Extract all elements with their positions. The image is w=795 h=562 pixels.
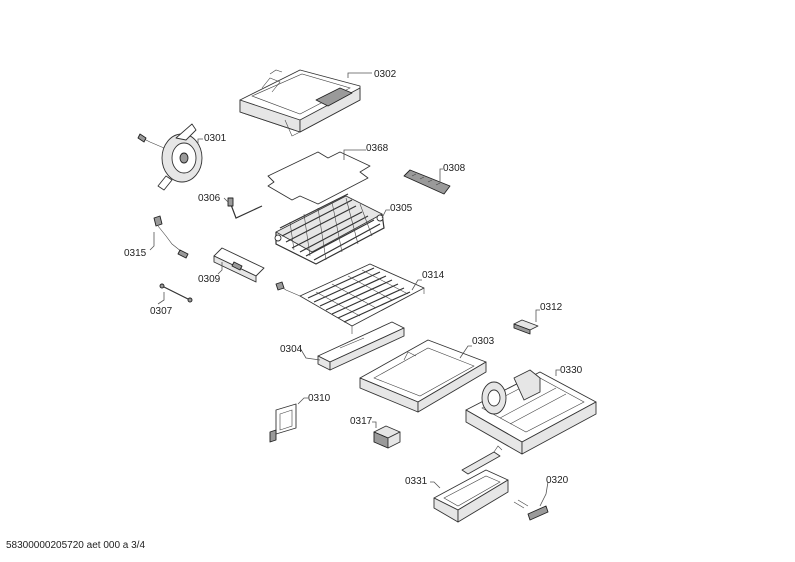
part-label-0330: 0330 (560, 365, 583, 376)
part-label-0320: 0320 (546, 475, 569, 486)
part-label-0331: 0331 (405, 476, 428, 487)
part-label-0308: 0308 (443, 163, 466, 174)
part-0304-drain-channel (317, 321, 405, 371)
part-label-0306: 0306 (198, 193, 221, 204)
part-0317-clip (373, 425, 401, 449)
part-0302-housing (239, 69, 361, 137)
part-0331-duct-cover (433, 445, 509, 523)
part-label-0310: 0310 (308, 393, 331, 404)
document-footer: 58300000205720 aet 000 a 3/4 (6, 540, 146, 551)
part-0312-block (513, 319, 539, 335)
part-0301-fan-motor (137, 123, 203, 191)
part-label-0315: 0315 (124, 248, 147, 259)
part-label-0368: 0368 (366, 143, 389, 154)
part-0314-heater-grid (275, 263, 425, 334)
part-label-0307: 0307 (150, 306, 173, 317)
part-label-0305: 0305 (390, 203, 413, 214)
part-label-0304: 0304 (280, 344, 303, 355)
part-0308-connector-strip (403, 169, 451, 195)
part-label-0302: 0302 (374, 69, 397, 80)
part-label-0312: 0312 (540, 302, 563, 313)
part-0307-rod (159, 283, 193, 303)
part-0315-cable-sensor (153, 215, 189, 259)
part-0306-sensor (227, 197, 263, 219)
part-0305-evaporator (274, 193, 385, 265)
part-0368-insulation (267, 151, 371, 205)
part-0303-tray (359, 339, 487, 413)
part-label-0314: 0314 (422, 270, 445, 281)
part-label-0309: 0309 (198, 274, 221, 285)
part-0310-bracket (269, 403, 297, 443)
part-label-0303: 0303 (472, 336, 495, 347)
part-0320-clip (513, 499, 549, 521)
part-label-0317: 0317 (350, 416, 373, 427)
part-label-0301: 0301 (204, 133, 227, 144)
part-0309-duct (213, 247, 265, 283)
part-0330-fan-tray (465, 369, 597, 455)
